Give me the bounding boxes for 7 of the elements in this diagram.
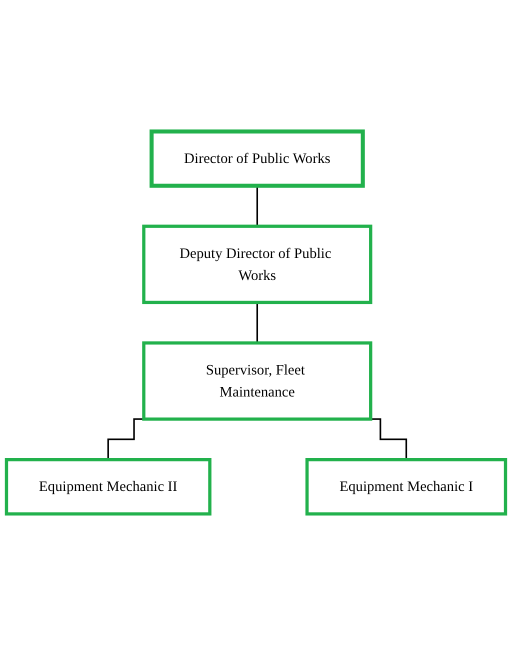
node-box: Supervisor, Fleet Maintenance xyxy=(142,342,372,422)
node-box: Equipment Mechanic I xyxy=(305,458,508,516)
node-box: Deputy Director of Public Works xyxy=(142,224,372,304)
connector xyxy=(256,302,258,344)
connector xyxy=(256,185,258,228)
node-box: Equipment Mechanic II xyxy=(4,458,212,516)
node-box: Director of Public Works xyxy=(150,130,365,188)
